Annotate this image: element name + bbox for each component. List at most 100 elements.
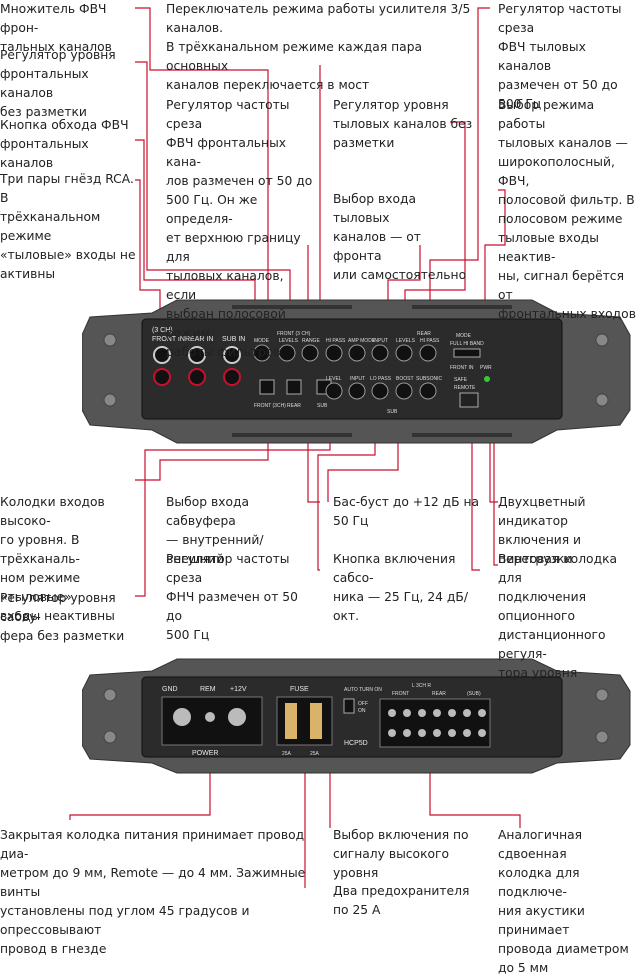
label-gnd: GND — [162, 686, 178, 693]
label-front-in: FRONT IN — [152, 336, 185, 343]
leader-rca — [135, 179, 161, 335]
knobs-row2 — [325, 382, 437, 400]
screw-icon — [595, 333, 609, 347]
screw-icon — [103, 688, 117, 702]
leader-hpf-multiplier — [135, 7, 269, 332]
caption-sub-level: Регулятор уровня сабву- фера без разметк… — [0, 591, 125, 643]
label-l3chr: L 3CH R — [412, 683, 431, 689]
remote-terminal-icon — [459, 392, 479, 408]
label-front-group: FRONT (3 CH) — [277, 331, 311, 337]
fuse-2-icon — [310, 703, 322, 739]
knob-front-hpf — [325, 344, 343, 362]
hl-front-block-icon — [259, 379, 275, 395]
label-rear: REAR — [287, 403, 301, 409]
fuse-1-icon — [285, 703, 297, 739]
label-levels: LEVELS — [279, 338, 299, 344]
label-model: HCP5D — [344, 740, 368, 747]
label-rear: REAR — [432, 691, 446, 697]
label-level: LEVEL — [326, 376, 342, 382]
amp-top-panel: (3 CH) FRONT IN REAR IN SUB IN FRONT (3C… — [82, 299, 631, 444]
label-safe: SAFE — [454, 377, 468, 383]
knobs-row1 — [253, 344, 437, 362]
leader-front-level — [135, 61, 291, 340]
label-rear-mode: MODE — [456, 333, 472, 339]
screw-icon — [103, 333, 117, 347]
rca-sub-l-icon — [223, 346, 241, 364]
label-ampmode: AMP MODE — [348, 338, 376, 344]
knob-rear-level — [395, 344, 413, 362]
label-range: RANGE — [302, 338, 320, 344]
label-sub-in: SUB IN — [222, 336, 245, 343]
label-front: FRONT — [392, 691, 409, 697]
knob-front-level — [278, 344, 296, 362]
caption-subsonic: Кнопка включения сабсо- ника — 25 Гц, 24… — [333, 552, 468, 623]
caption-autoturnon: Выбор включения по сигналу высокого уров… — [333, 828, 469, 880]
label-subsonic: SUBSONIC — [416, 376, 443, 382]
amp-bottom-panel: GND REM +12V POWER FUSE 25A 25A AUTO TUR… — [82, 658, 631, 774]
caption-amp-mode: Переключатель режима работы усилителя 3/… — [166, 2, 471, 92]
label-power: POWER — [192, 750, 218, 757]
leader-power — [69, 760, 211, 820]
caption-rear-input: Выбор входа тыловых каналов — от фронта … — [333, 192, 467, 282]
label-sub: SUB — [317, 403, 328, 409]
rca-front-l-icon — [153, 346, 171, 364]
rca-rear-l-icon — [188, 346, 206, 364]
knob-range — [301, 344, 319, 362]
screw-icon — [595, 393, 609, 407]
leader-hl-input — [135, 412, 269, 481]
knob-subsonic — [419, 382, 437, 400]
label-rear-group: REAR — [417, 331, 431, 337]
knob-boost — [395, 382, 413, 400]
label-3ch: (3 CH) — [152, 327, 173, 334]
screw-icon — [595, 730, 609, 744]
caption-lopass: Регулятор частоты среза ФНЧ размечен от … — [166, 552, 298, 642]
screw-gnd-icon — [173, 708, 191, 726]
label-12v: +12V — [230, 686, 247, 693]
label-front-in-sw: FRONT IN — [450, 365, 474, 371]
caption-speaker: Аналогичная сдвоенная колодка для подклю… — [498, 828, 629, 975]
caption-sub-input: Выбор входа сабвуфера — внутренний/внешн… — [166, 495, 264, 566]
rear-mode-switch — [453, 348, 481, 358]
label-input: INPUT — [373, 338, 388, 344]
knob-amp-mode — [348, 344, 366, 362]
caption-front-hpf: Регулятор частоты среза ФВЧ фронтальных … — [166, 98, 313, 359]
knob-sub-level — [325, 382, 343, 400]
label-lopass: LO PASS — [370, 376, 392, 382]
label-fuse: FUSE — [290, 686, 309, 693]
knob-lopass — [371, 382, 389, 400]
rca-front-r-icon — [153, 368, 171, 386]
leader-rear-mode — [484, 189, 506, 332]
label-rear-levels: LEVELS — [396, 338, 416, 344]
label-pwr: PWR — [480, 365, 492, 371]
label-fuse-a2: 25A — [310, 751, 320, 757]
label-mode: MODE — [254, 338, 270, 344]
label-rear-in: REAR IN — [185, 336, 213, 343]
label-on: ON — [358, 708, 366, 714]
rca-rear-r-icon — [188, 368, 206, 386]
screw-icon — [595, 688, 609, 702]
label-rear-hipass: HI PASS — [420, 338, 440, 344]
knob-input — [371, 344, 389, 362]
label-sub-input: INPUT — [350, 376, 365, 382]
leader-rear-hpf — [429, 7, 490, 335]
caption-hpf-bypass: Кнопка обхода ФВЧ фронтальных каналов — [0, 118, 129, 170]
screw-icon — [103, 393, 117, 407]
knob-rear-hpf — [419, 344, 437, 362]
label-off: OFF — [358, 701, 368, 707]
knob-mode — [253, 344, 271, 362]
caption-hpf-multiplier: Множитель ФВЧ фрон- тальных каналов — [0, 2, 112, 54]
caption-hl-input: Колодки входов высоко- го уровня. В трёх… — [0, 495, 115, 623]
knob-sub-input — [348, 382, 366, 400]
label-sub-group: SUB — [387, 409, 398, 415]
label-fuse-a1: 25A — [282, 751, 292, 757]
caption-rear-hpf: Регулятор частоты среза ФВЧ тыловых кана… — [498, 2, 622, 111]
label-front-3ch: FRONT (3CH) — [254, 403, 286, 409]
pwr-led-icon — [484, 376, 490, 382]
caption-rear-level: Регулятор уровня тыловых каналов без раз… — [333, 98, 473, 150]
auto-turn-on-switch — [343, 698, 355, 714]
label-remote: REMOTE — [454, 385, 476, 391]
caption-power: Закрытая колодка питания принимает прово… — [0, 828, 306, 956]
label-sub: (SUB) — [467, 691, 481, 697]
caption-rear-mode: Выбор режима работы тыловых каналов — ши… — [498, 98, 636, 321]
screw-icon — [103, 730, 117, 744]
